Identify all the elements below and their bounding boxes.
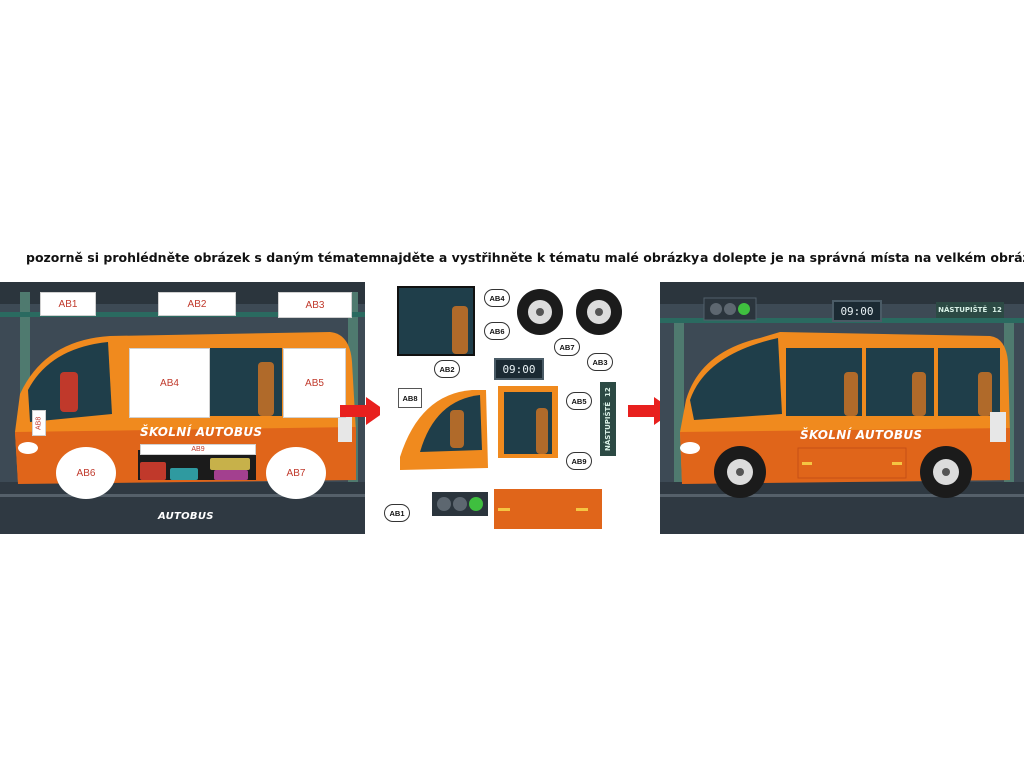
tag-ab3: AB3	[587, 353, 613, 371]
completed-bus-illustration	[660, 282, 1024, 534]
tag-ab9: AB9	[566, 452, 592, 470]
platform-number: 12	[992, 306, 1002, 314]
platform-label: NÁSTUPIŠTĚ	[604, 401, 612, 451]
tag-ab5: AB5	[566, 392, 592, 410]
completed-bus-panel: 09:00 NÁSTUPIŠTĚ 12 ŠKOLNÍ AUTOBUS	[660, 282, 1024, 534]
tag-ab1: AB1	[384, 504, 410, 522]
cutout-pieces-panel: AB4 AB6 AB7 AB2 AB3 AB8 AB5 AB9 AB1 09:0…	[380, 282, 648, 534]
placeholder-ab4: AB4	[129, 348, 210, 418]
platform-sign: NÁSTUPIŠTĚ 12	[936, 302, 1004, 318]
placeholder-ab5: AB5	[283, 348, 346, 418]
platform-number: 12	[604, 387, 612, 397]
tag-ab8: AB8	[398, 388, 422, 408]
tag-ab6: AB6	[484, 322, 510, 340]
placeholder-ab9: AB9	[140, 444, 256, 455]
step-3-title: a dolepte je na správná místa na velkém …	[700, 250, 1024, 265]
floor-text: AUTOBUS	[158, 511, 214, 522]
cutout-clock: 09:00	[494, 358, 544, 380]
arrow-right-icon	[340, 397, 386, 425]
placeholder-ab8: AB8	[32, 410, 46, 436]
template-bus-panel: AB1 AB2 AB3 AB4 AB5 AB6 AB7 AB8 AB9 ŠKOL…	[0, 282, 365, 534]
platform-label: NÁSTUPIŠTĚ	[938, 306, 988, 314]
placeholder-ab2: AB2	[158, 292, 236, 316]
step-2-title: najděte a vystřihněte k tématu malé obrá…	[381, 250, 700, 265]
tag-ab7: AB7	[554, 338, 580, 356]
placeholder-ab1: AB1	[40, 292, 96, 316]
cutout-pieces-illustration	[397, 286, 622, 529]
tag-ab2: AB2	[434, 360, 460, 378]
station-clock: 09:00	[832, 300, 882, 322]
placeholder-ab3: AB3	[278, 292, 352, 318]
cutout-platform-sign: NÁSTUPIŠTĚ 12	[600, 382, 616, 456]
bus-side-text: ŠKOLNÍ AUTOBUS	[140, 425, 263, 439]
placeholder-ab7: AB7	[266, 447, 326, 499]
tag-ab4: AB4	[484, 289, 510, 307]
step-1-title: pozorně si prohlédněte obrázek s daným t…	[26, 250, 382, 265]
template-bus-illustration	[0, 282, 365, 534]
bus-side-text: ŠKOLNÍ AUTOBUS	[800, 428, 923, 442]
placeholder-ab6: AB6	[56, 447, 116, 499]
